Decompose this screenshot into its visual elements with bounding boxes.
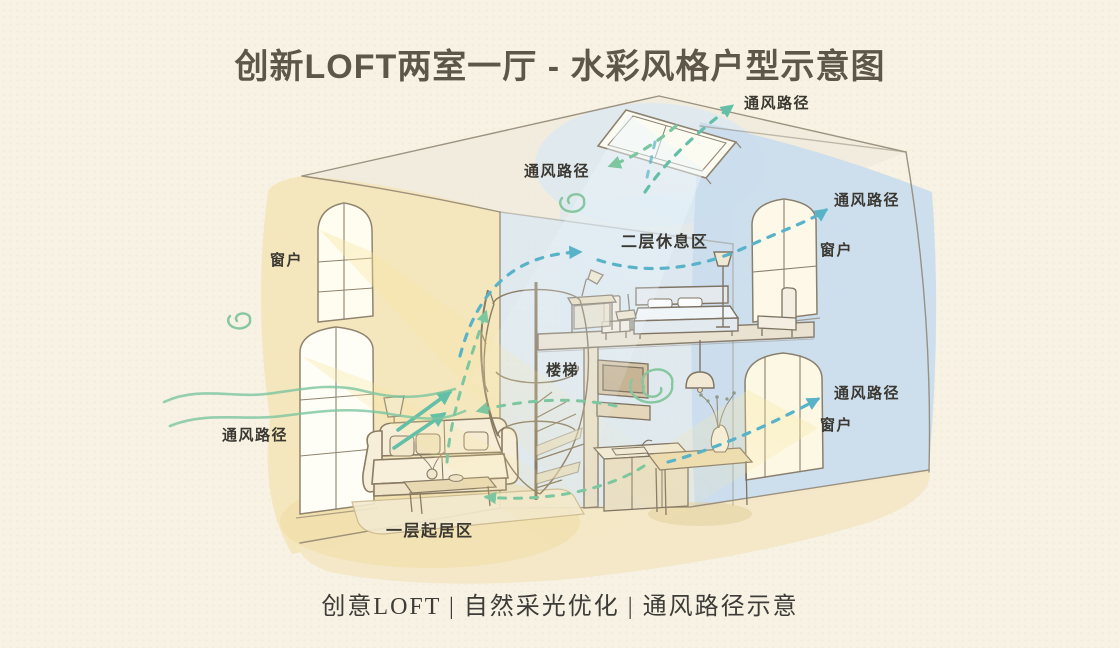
label-living-area: 一层起居区	[386, 523, 474, 540]
swirl-left	[227, 312, 252, 330]
right-window-beam	[612, 390, 818, 522]
label-stairs: 楼梯	[546, 363, 580, 379]
pendant-lamp	[685, 340, 715, 393]
label-loft-rest-area: 二层休息区	[621, 234, 709, 251]
vent-skylight-in	[607, 124, 678, 169]
label-window-upper-right: 窗户	[820, 243, 854, 259]
label-vent-path-upper-right: 通风路径	[834, 193, 901, 209]
faucet	[641, 439, 653, 447]
throw-pillow	[389, 435, 415, 457]
left-lower-beam	[302, 356, 630, 550]
vent-stair-rise	[445, 309, 489, 464]
vent-circulation-upper	[475, 398, 618, 415]
vent-skylight-out	[643, 104, 735, 194]
armchair-loft-right	[757, 287, 797, 337]
vent-solid-arrow-1	[396, 390, 453, 432]
vent-to-upper-window	[596, 208, 829, 271]
label-vent-path-skylight-in: 通风路径	[524, 164, 591, 180]
entry-wind-waves	[162, 385, 467, 428]
label-window-left: 窗户	[270, 253, 304, 269]
vent-shaft-dashes	[644, 140, 657, 184]
vent-arc-over-stairs	[458, 245, 583, 358]
flower-buds	[699, 391, 736, 403]
label-vent-path-skylight-out: 通风路径	[744, 96, 811, 112]
label-vent-path-lower-right: 通风路径	[834, 386, 901, 402]
page-title: 创新LOFT两室一厅 - 水彩风格户型示意图	[234, 47, 886, 86]
left-window-lower	[295, 326, 379, 519]
vent-lower-right-out	[666, 397, 821, 464]
light-beams	[302, 114, 818, 550]
ventilation-flows	[162, 104, 829, 505]
page-caption: 创意LOFT | 自然采光优化 | 通风路径示意	[321, 594, 799, 620]
table-vase	[426, 468, 438, 480]
label-vent-path-lower-left: 通风路径	[222, 428, 289, 444]
wind-swirls	[227, 193, 674, 404]
label-window-lower-right: 窗户	[820, 418, 854, 434]
left-upper-beam	[320, 230, 648, 500]
swirl-upper	[559, 193, 586, 213]
swirl-center	[629, 368, 674, 404]
vent-circulation-lower	[483, 464, 646, 505]
